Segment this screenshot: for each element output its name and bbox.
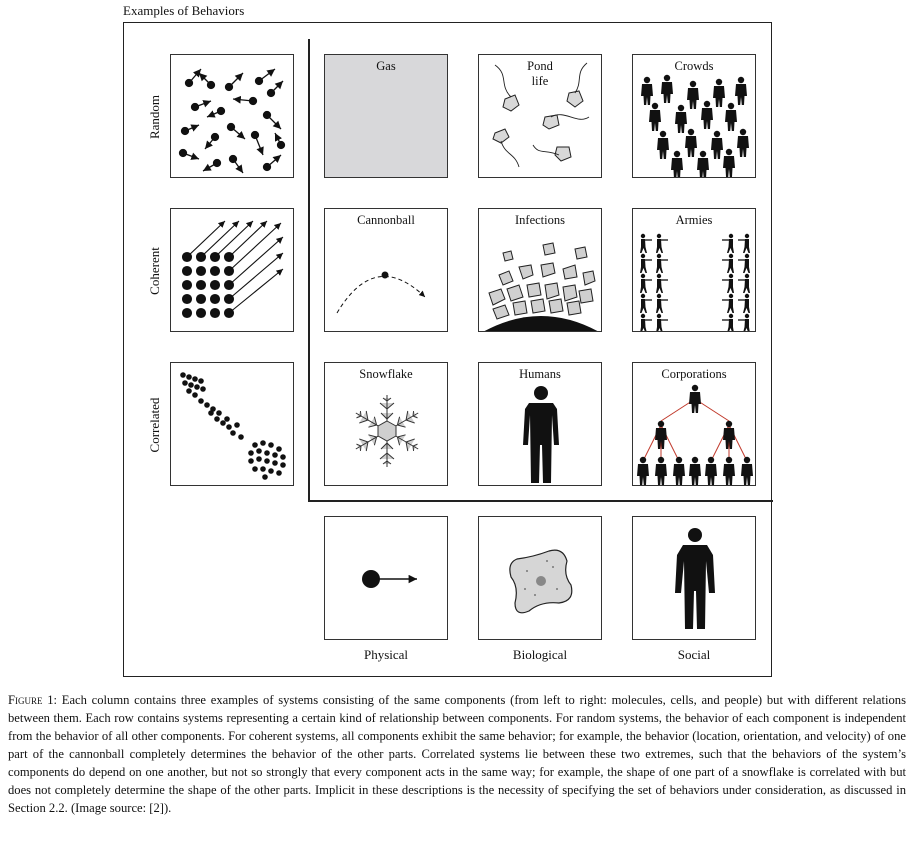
column-label-social: Social bbox=[677, 647, 711, 662]
biological-cell bbox=[478, 516, 602, 640]
infections-label: Infections bbox=[515, 213, 565, 227]
row-label-correlated: Correlated bbox=[147, 397, 162, 453]
figure-caption: Figure 1: Each column contains three exa… bbox=[8, 691, 906, 817]
row-label-random: Random bbox=[147, 94, 162, 140]
pond-life-label: Pond life bbox=[527, 59, 553, 88]
snowflake-cell: Snowflake bbox=[324, 362, 448, 486]
corporations-cell: Corporations bbox=[632, 362, 756, 486]
row-label-coherent: Coherent bbox=[147, 247, 162, 295]
humans-label: Humans bbox=[519, 367, 561, 381]
column-label-biological: Biological bbox=[512, 647, 568, 662]
gas-label: Gas bbox=[376, 59, 396, 73]
crowds-cell: Crowds bbox=[632, 54, 756, 178]
human-figure-illustration bbox=[523, 386, 559, 483]
cannonball-cell: Cannonball bbox=[324, 208, 448, 332]
armies-cell: Armies bbox=[632, 208, 756, 332]
corporations-label: Corporations bbox=[661, 367, 727, 381]
cannonball-illustration bbox=[336, 271, 426, 314]
snowflake-illustration bbox=[351, 394, 423, 468]
figure-title: Examples of Behaviors bbox=[123, 3, 245, 18]
infections-illustration bbox=[484, 242, 598, 331]
pond-life-cell: Pond life bbox=[478, 54, 602, 178]
coherent-molecules-cell bbox=[170, 208, 294, 332]
crowds-label: Crowds bbox=[674, 59, 714, 73]
random-molecules-cell bbox=[170, 54, 294, 178]
corporations-illustration bbox=[637, 384, 753, 485]
figure-frame bbox=[123, 22, 772, 677]
cell-illustration bbox=[509, 549, 573, 614]
cannonball-label: Cannonball bbox=[357, 213, 415, 227]
crowds-illustration bbox=[641, 74, 749, 177]
social-cell bbox=[632, 516, 756, 640]
infections-cell: Infections bbox=[478, 208, 602, 332]
physical-cell bbox=[324, 516, 448, 640]
gas-cell: Gas bbox=[324, 54, 448, 178]
person-illustration bbox=[675, 528, 715, 629]
caption-text: Each column contains three examples of s… bbox=[8, 693, 906, 815]
armies-illustration bbox=[639, 233, 751, 331]
random-molecules-illustration bbox=[178, 68, 286, 174]
humans-cell: Humans bbox=[478, 362, 602, 486]
correlated-molecules-cell bbox=[170, 362, 294, 486]
snowflake-label: Snowflake bbox=[359, 367, 413, 381]
divider-vertical bbox=[308, 39, 310, 501]
caption-label: Figure 1: bbox=[8, 693, 58, 707]
molecule-illustration bbox=[362, 570, 417, 588]
divider-horizontal bbox=[308, 500, 773, 502]
column-label-physical: Physical bbox=[363, 647, 409, 662]
coherent-molecules-illustration bbox=[181, 220, 284, 319]
correlated-molecules-illustration bbox=[180, 372, 286, 480]
pond-life-illustration bbox=[492, 62, 590, 168]
armies-label: Armies bbox=[675, 213, 713, 227]
